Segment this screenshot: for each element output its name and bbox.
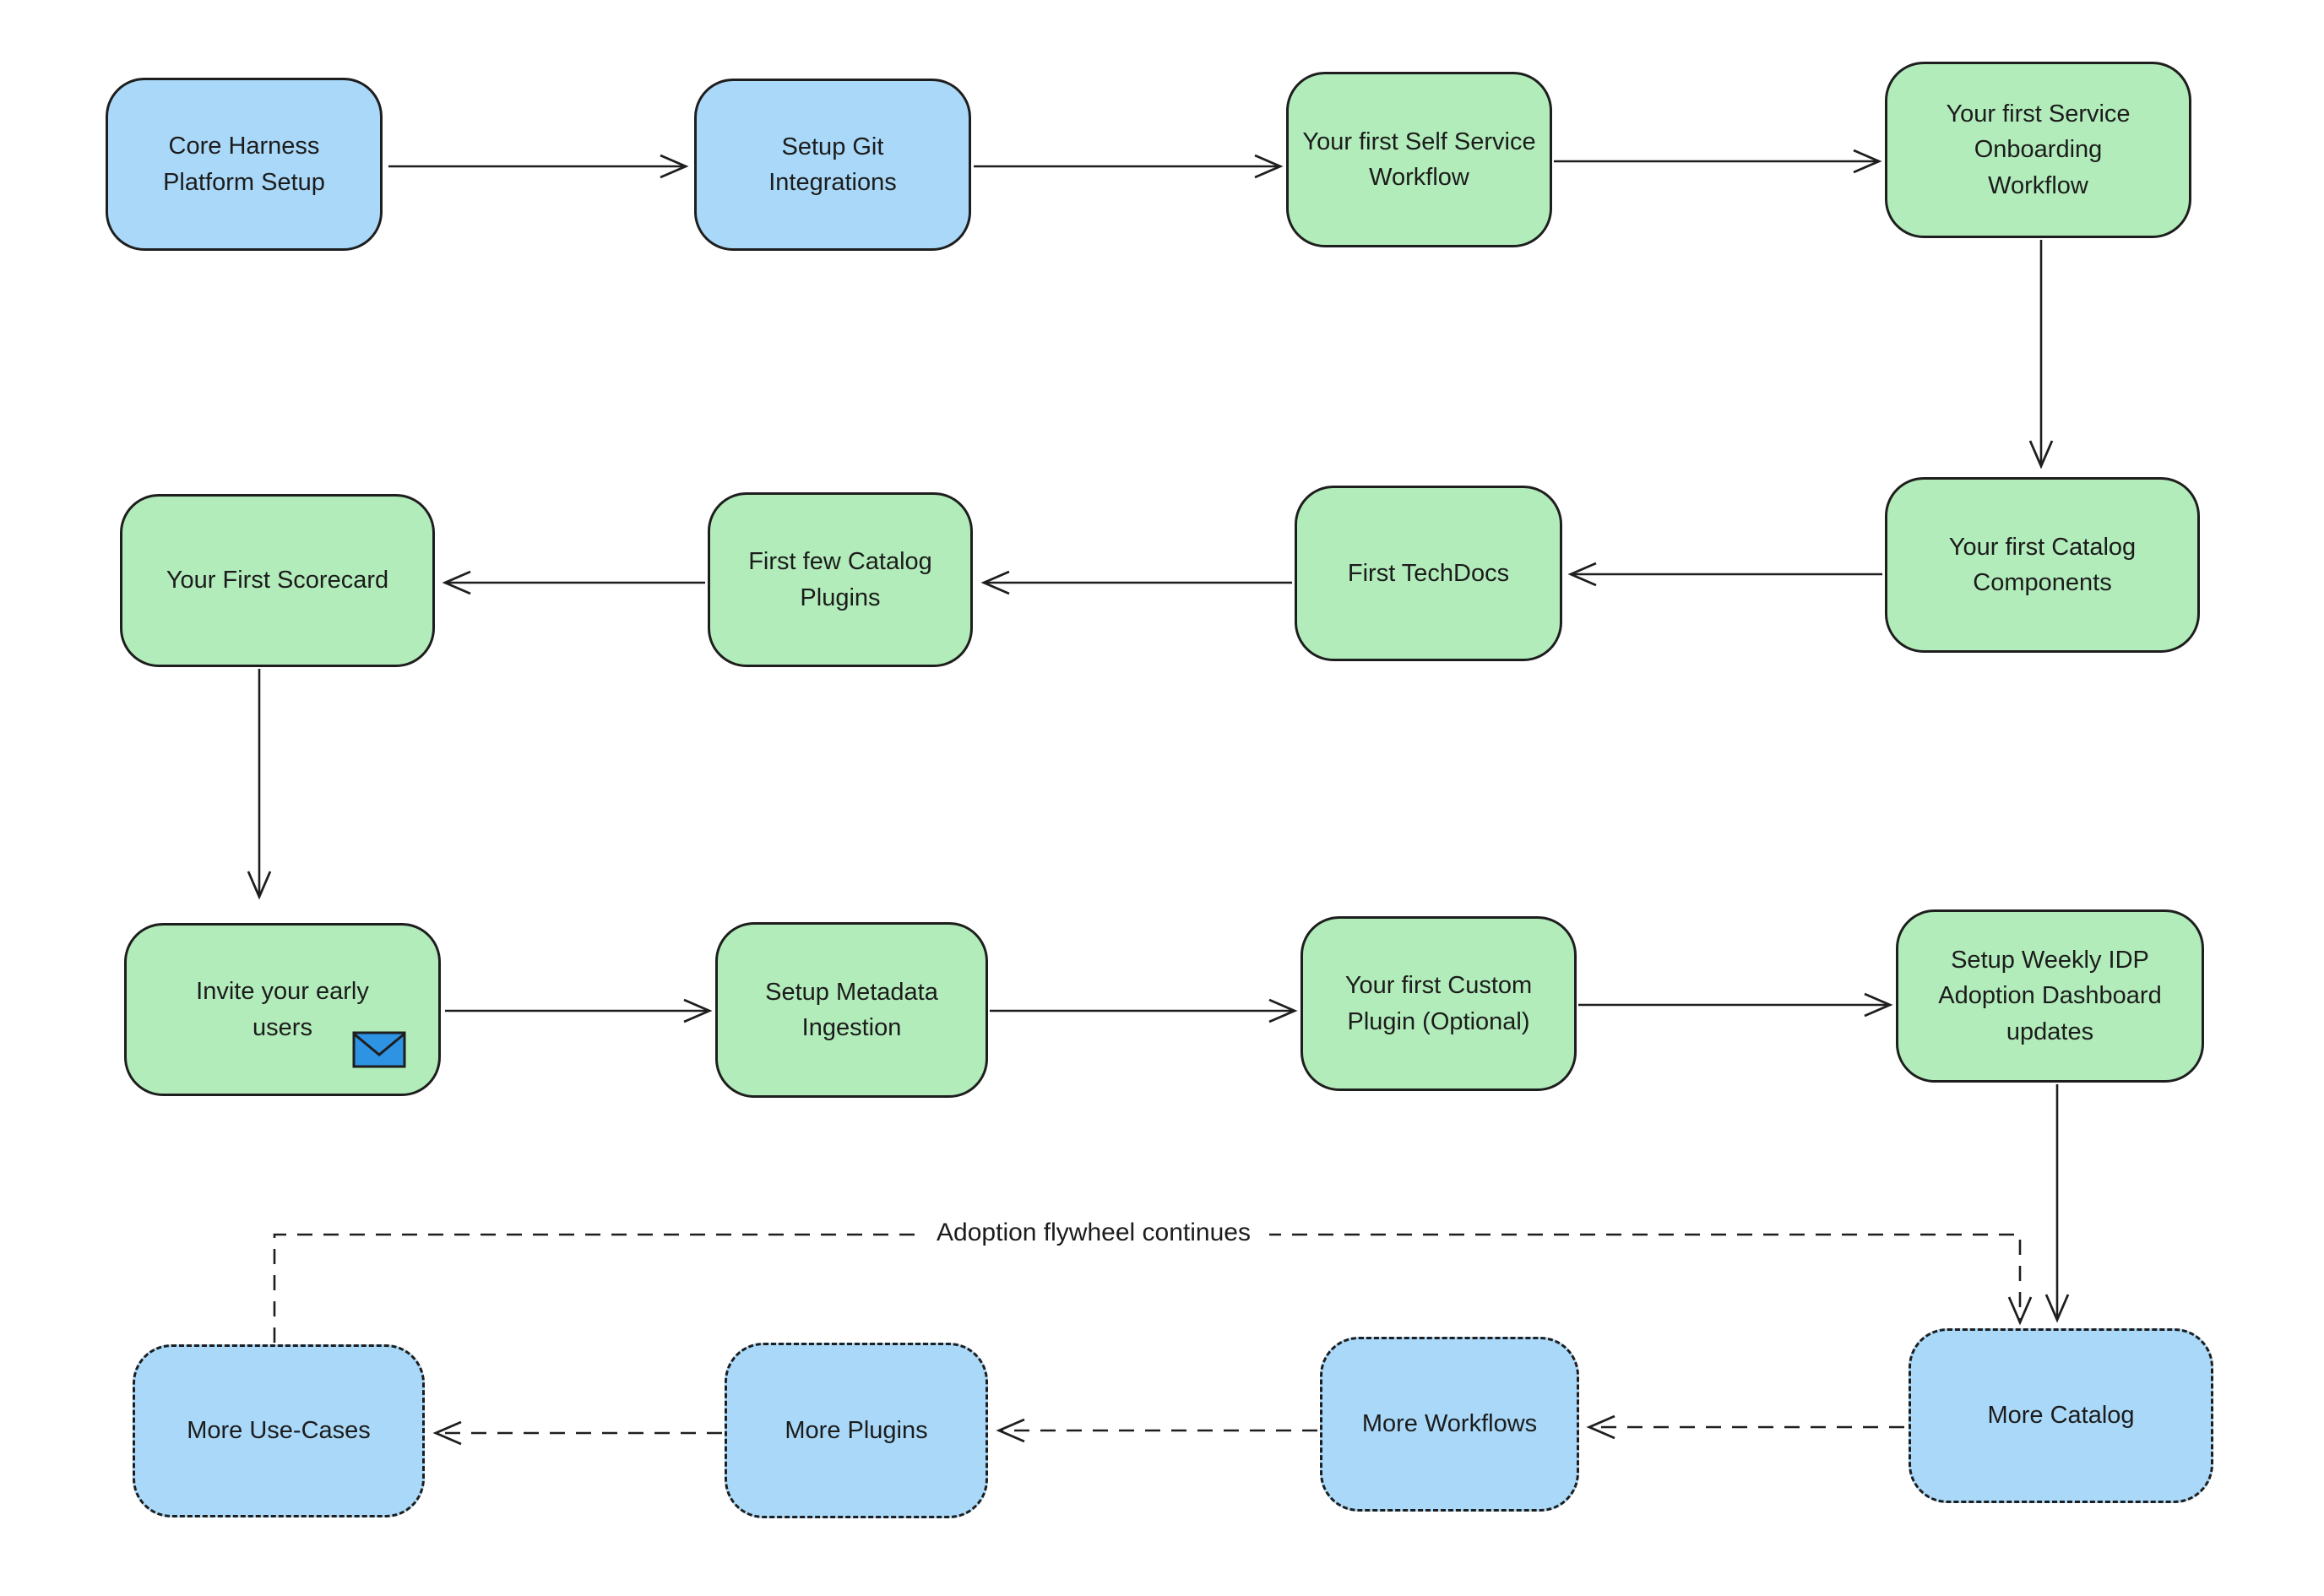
connector-scorecard-to-invite (247, 669, 272, 900)
connector-git-to-selfservice (974, 154, 1284, 179)
envelope-icon (352, 1031, 406, 1072)
connector-adoption-flywheel-loop (273, 1233, 2033, 1343)
arrowhead (980, 570, 1010, 595)
node-first-few-catalog-plugins: First few Catalog Plugins (708, 492, 973, 667)
arrowhead (1586, 1414, 1615, 1440)
connector-plugins-to-scorecard (442, 570, 705, 595)
node-label: First TechDocs (1347, 559, 1510, 587)
node-label: Your first Custom Plugin (Optional) (1344, 972, 1533, 1035)
arrowhead (1268, 998, 1298, 1023)
node-first-catalog-components: Your first Catalog Components (1885, 477, 2200, 653)
connector-techdocs-to-plugins (980, 570, 1292, 595)
node-label: Core Harness Platform Setup (163, 133, 325, 196)
arrowhead (1853, 149, 1882, 174)
arrowhead (1254, 154, 1284, 179)
arrowhead (1567, 562, 1597, 587)
node-weekly-idp-dashboard: Setup Weekly IDP Adoption Dashboard upda… (1896, 909, 2204, 1083)
node-more-workflows: More Workflows (1320, 1337, 1579, 1512)
arrowhead (432, 1420, 462, 1446)
connector-selfservice-to-onboarding (1554, 149, 1882, 174)
node-label: Setup Weekly IDP Adoption Dashboard upda… (1938, 947, 2162, 1045)
node-first-custom-plugin: Your first Custom Plugin (Optional) (1300, 916, 1577, 1091)
node-label: Your first Service Onboarding Workflow (1946, 100, 2131, 199)
node-label: More Use-Cases (187, 1417, 371, 1445)
node-more-plugins: More Plugins (725, 1343, 988, 1518)
adoption-flywheel-label: Adoption flywheel continues (918, 1219, 1269, 1247)
node-label: More Plugins (785, 1416, 928, 1444)
node-label: Your First Scorecard (166, 567, 389, 594)
node-label: More Catalog (1987, 1402, 2135, 1430)
node-label: Your first Self Service Workflow (1302, 128, 1536, 191)
node-first-scorecard: Your First Scorecard (120, 494, 435, 667)
connector-morecatalog-to-moreworkflows (1586, 1414, 1904, 1440)
node-more-use-cases: More Use-Cases (133, 1344, 425, 1517)
node-setup-metadata-ingestion: Setup Metadata Ingestion (715, 922, 988, 1098)
connector-invite-to-metadata (445, 998, 713, 1023)
connector-dashboard-to-morecatalog (2044, 1084, 2070, 1323)
node-first-self-service-workflow: Your first Self Service Workflow (1286, 72, 1552, 247)
node-core-harness-platform-setup: Core Harness Platform Setup (106, 78, 383, 251)
node-more-catalog: More Catalog (1909, 1328, 2213, 1503)
node-first-techdocs: First TechDocs (1295, 486, 1562, 661)
node-label: Setup Git Integrations (768, 133, 897, 196)
connector-catalog-to-techdocs (1567, 562, 1882, 587)
connector-moreplugins-to-moreusecases (432, 1420, 722, 1446)
arrowhead (247, 871, 272, 900)
node-first-service-onboarding-workflow: Your first Service Onboarding Workflow (1885, 62, 2191, 238)
arrowhead (683, 998, 713, 1023)
connector-metadata-to-customplugin (990, 998, 1298, 1023)
node-label: Invite your early users (196, 978, 369, 1041)
node-label: First few Catalog Plugins (748, 548, 932, 611)
connector-core-to-git (388, 154, 689, 179)
connector-onboarding-to-catalog (2028, 240, 2054, 470)
arrowhead (2007, 1296, 2033, 1326)
arrowhead (442, 570, 471, 595)
connector-customplugin-to-dashboard (1578, 992, 1893, 1018)
connector-moreworkflows-to-moreplugins (996, 1418, 1317, 1443)
node-label: More Workflows (1361, 1410, 1538, 1438)
arrowhead (2044, 1294, 2070, 1323)
arrowhead (660, 154, 689, 179)
node-setup-git-integrations: Setup Git Integrations (694, 79, 971, 251)
node-label: Your first Catalog Components (1948, 533, 2137, 596)
node-label: Setup Metadata Ingestion (765, 978, 938, 1041)
arrowhead (996, 1418, 1025, 1443)
arrowhead (1864, 992, 1893, 1018)
arrowhead (2028, 440, 2054, 470)
